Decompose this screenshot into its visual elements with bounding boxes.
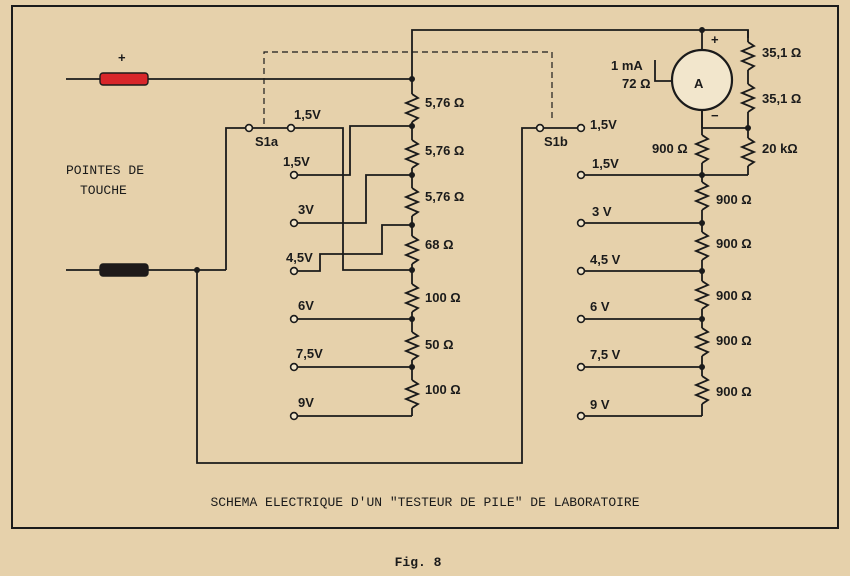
s1a-pos-1: 1,5V [294, 107, 321, 122]
switch-s1a [225, 123, 296, 270]
divider-b-chain [654, 60, 711, 416]
s1b-pos-1: 1,5V [590, 117, 617, 132]
divider-a-r6: 50 Ω [425, 337, 454, 352]
shunt-r2: 35,1 Ω [762, 91, 801, 106]
divider-b-r2: 900 Ω [716, 236, 752, 251]
divider-a-r2: 5,76 Ω [425, 143, 464, 158]
s1a-pos-5: 6V [298, 298, 314, 313]
divider-b-r1: 900 Ω [716, 192, 752, 207]
figure-label: Fig. 8 [395, 555, 442, 570]
s1a-pos-3: 3V [298, 202, 314, 217]
shunt-r3: 20 kΩ [762, 141, 798, 156]
gang-link [263, 51, 553, 124]
positive-probe [66, 72, 412, 86]
diagram-caption: SCHEMA ELECTRIQUE D'UN "TESTEUR DE PILE"… [210, 495, 639, 510]
ammeter [670, 30, 734, 128]
s1a-pos-7: 9V [298, 395, 314, 410]
divider-b-r4: 900 Ω [716, 333, 752, 348]
s1a-terminals [289, 170, 299, 421]
divider-b-r5: 900 Ω [716, 384, 752, 399]
return-wire [196, 127, 537, 464]
ammeter-symbol: A [694, 76, 704, 91]
probe-label-line2: TOUCHE [80, 183, 127, 198]
negative-probe [66, 263, 226, 277]
ammeter-rating-2: 72 Ω [622, 76, 651, 91]
s1b-terminals [576, 170, 586, 421]
positive-sign: + [118, 50, 126, 65]
divider-a-r7: 100 Ω [425, 382, 461, 397]
switch-a-name: S1a [255, 134, 279, 149]
s1b-pos-3: 3 V [592, 204, 612, 219]
s1a-wiring [294, 125, 412, 417]
meter-series-resistor: 900 Ω [652, 141, 688, 156]
shunt-r1: 35,1 Ω [762, 45, 801, 60]
divider-a-r4: 68 Ω [425, 237, 454, 252]
ammeter-plus: + [711, 32, 719, 47]
divider-a-r3: 5,76 Ω [425, 189, 464, 204]
switch-s1b [535, 123, 586, 133]
divider-b-r3: 900 Ω [716, 288, 752, 303]
s1a-pos-2: 1,5V [283, 154, 310, 169]
s1b-pos-2: 1,5V [592, 156, 619, 171]
divider-a-r1: 5,76 Ω [425, 95, 464, 110]
probe-label-line1: POINTES DE [66, 163, 144, 178]
s1a-pos-6: 7,5V [296, 346, 323, 361]
s1b-pos-5: 6 V [590, 299, 610, 314]
s1b-pos-4: 4,5 V [590, 252, 621, 267]
s1b-wiring [584, 174, 702, 417]
divider-a-r5: 100 Ω [425, 290, 461, 305]
switch-b-name: S1b [544, 134, 568, 149]
diagram-frame [11, 5, 839, 529]
shunt-network [699, 27, 757, 176]
ammeter-minus: − [711, 108, 719, 123]
divider-a-chain [403, 29, 749, 416]
s1b-pos-6: 7,5 V [590, 347, 621, 362]
s1a-pos-4: 4,5V [286, 250, 313, 265]
ammeter-rating-1: 1 mA [611, 58, 643, 73]
s1b-pos-7: 9 V [590, 397, 610, 412]
